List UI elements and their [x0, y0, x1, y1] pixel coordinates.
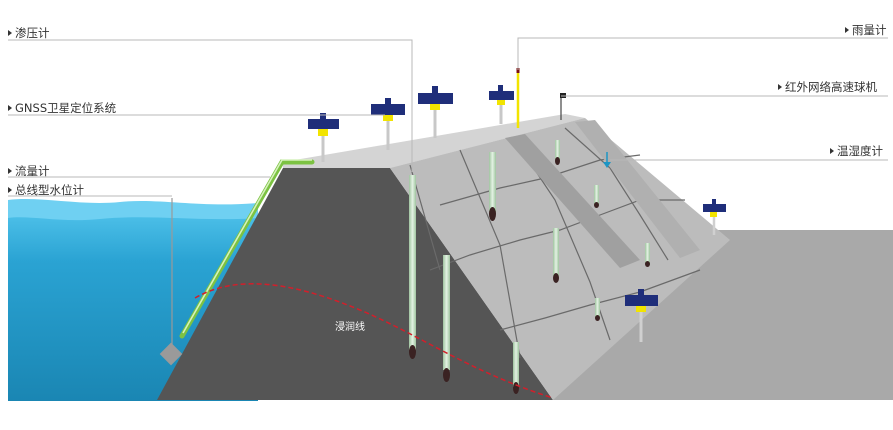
label-flow-meter: 流量计 — [15, 164, 50, 178]
leader-lines — [8, 37, 888, 197]
phreatic-line — [194, 283, 554, 399]
label-infrared-camera: 红外网络高速球机 — [785, 80, 877, 94]
dam-crest-front — [283, 114, 585, 168]
dam-body — [157, 168, 553, 400]
slope-drainage-strip — [505, 134, 640, 268]
temp-humidity-arrow — [603, 162, 611, 168]
label-water-level-meter: 总线型水位计 — [15, 183, 84, 197]
gnss-receiver — [371, 98, 405, 150]
gnss-receiver — [625, 289, 658, 342]
label-gnss: GNSS卫星定位系统 — [15, 101, 117, 115]
water-surface — [8, 199, 258, 221]
label-seepage-meter: 渗压计 — [15, 26, 50, 40]
label-temp-humidity: 温湿度计 — [837, 144, 883, 158]
label-phreatic-line: 浸润线 — [335, 320, 365, 333]
gnss-receiver — [489, 85, 514, 124]
gnss-receiver — [308, 113, 339, 162]
label-markers — [8, 27, 849, 193]
label-rain-gauge: 雨量计 — [852, 23, 887, 37]
piezometer-pipes — [409, 140, 650, 394]
gnss-receiver — [703, 199, 726, 235]
gnss-receiver — [418, 86, 453, 138]
upstream-drain-highlight — [182, 159, 312, 334]
rain-gauge-tip — [516, 68, 520, 73]
